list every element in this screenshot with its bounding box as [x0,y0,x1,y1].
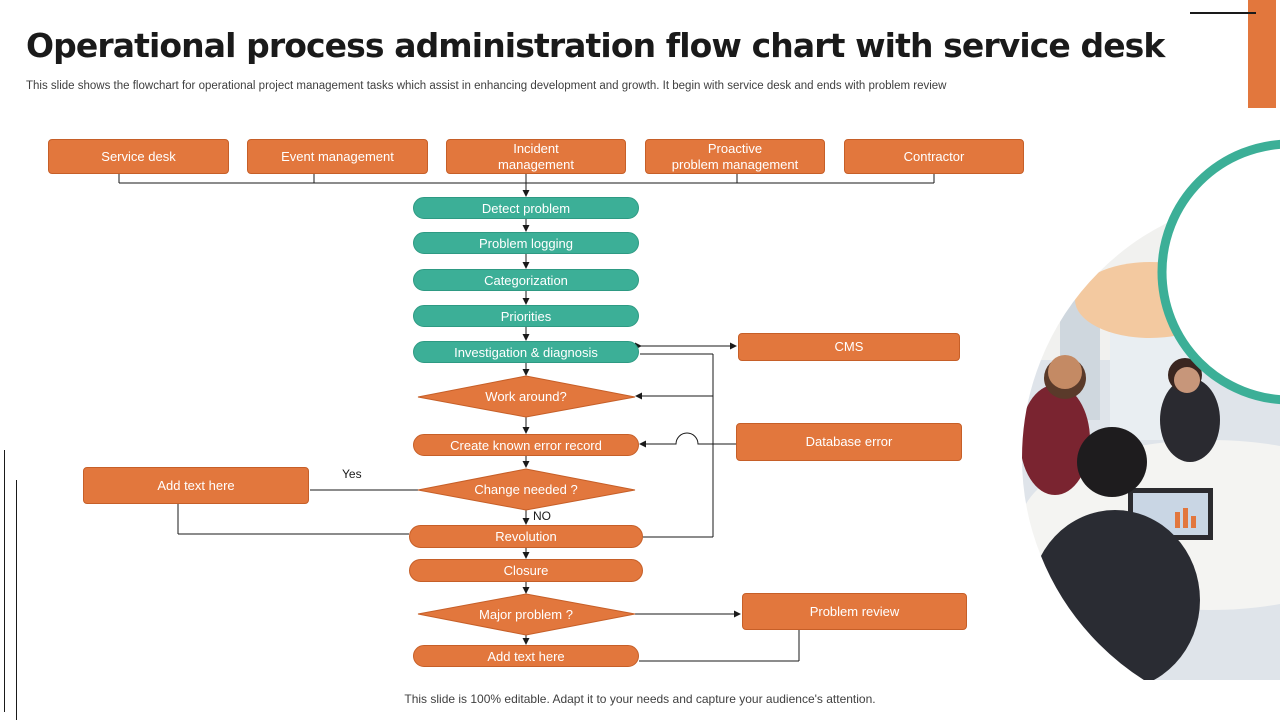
revolution-step: Revolution [409,525,643,548]
yes-label: Yes [342,467,362,481]
database-error-box: Database error [736,423,962,461]
no-label: NO [533,509,551,523]
add-text-bottom-step: Add text here [413,645,639,667]
cms-box: CMS [738,333,960,361]
proactive-problem-management-box: Proactive problem management [645,139,825,174]
categorization-step: Categorization [413,269,639,291]
work-around-label: Work around? [485,389,567,404]
contractor-box: Contractor [844,139,1024,174]
change-needed-diamond [417,468,636,511]
service-desk-box: Service desk [48,139,229,174]
corner-accent-bar [1248,0,1276,108]
detect-problem-step: Detect problem [413,197,639,219]
major-problem-label: Major problem ? [479,607,573,622]
page-subtitle: This slide shows the flowchart for opera… [26,80,947,92]
incident-management-box: Incident management [446,139,626,174]
meeting-photo [1018,139,1280,680]
page-title: Operational process administration flow … [26,26,1165,65]
major-problem-diamond [417,593,636,636]
footer-note: This slide is 100% editable. Adapt it to… [404,692,876,706]
known-error-record-step: Create known error record [413,434,639,456]
problem-review-box: Problem review [742,593,967,630]
work-around-diamond [417,375,636,418]
event-management-box: Event management [247,139,428,174]
corner-accent-line [1190,12,1256,14]
left-deco-line-2 [16,480,17,720]
investigation-diagnosis-step: Investigation & diagnosis [413,341,639,363]
problem-logging-step: Problem logging [413,232,639,254]
priorities-step: Priorities [413,305,639,327]
add-text-left-box: Add text here [83,467,309,504]
left-deco-line-1 [4,450,5,712]
change-needed-label: Change needed ? [474,482,578,497]
closure-step: Closure [409,559,643,582]
